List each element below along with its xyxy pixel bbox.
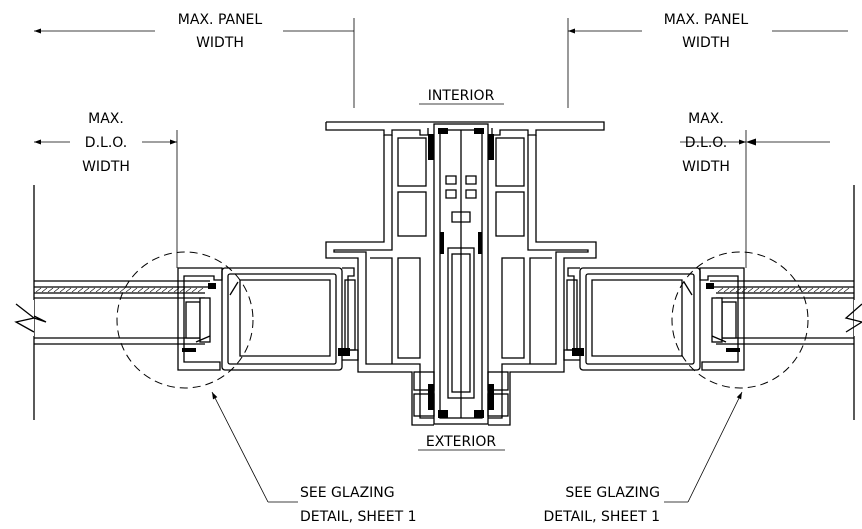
hatch-line — [723, 287, 730, 293]
hatch-line — [831, 287, 838, 293]
hatch-line — [167, 287, 174, 293]
max-panel-right-line2: WIDTH — [682, 35, 730, 51]
exterior-label: EXTERIOR — [426, 434, 496, 450]
hatch-line — [161, 287, 168, 293]
dlo-right-line3: WIDTH — [682, 159, 730, 175]
right-frame-section — [563, 267, 745, 371]
hatch-line — [191, 287, 198, 293]
max-panel-left-line2: WIDTH — [196, 35, 244, 51]
hatch-line — [759, 287, 766, 293]
hatch-line — [65, 287, 72, 293]
hatch-line — [783, 287, 790, 293]
hatch-line — [149, 287, 156, 293]
hatch-line — [819, 287, 826, 293]
max-panel-left-line1: MAX. PANEL — [178, 12, 263, 28]
note-left-line2: DETAIL, SHEET 1 — [300, 509, 417, 525]
dimension-max-panel-right: MAX. PANEL WIDTH — [567, 12, 848, 108]
note-right-line1: SEE GLAZING — [565, 485, 660, 501]
hatch-line — [801, 287, 808, 293]
left-glass-hatch — [35, 287, 204, 293]
hatch-line — [807, 287, 814, 293]
leader-right — [664, 391, 743, 503]
hatch-line — [83, 287, 90, 293]
hatch-line — [131, 287, 138, 293]
hatch-line — [41, 287, 48, 293]
left-glazing-unit — [14, 185, 210, 420]
hatch-line — [825, 287, 832, 293]
dlo-right-line1: MAX. — [688, 111, 724, 127]
hatch-line — [729, 287, 736, 293]
hatch-line — [197, 287, 204, 293]
dlo-left-line2: D.L.O. — [85, 135, 127, 151]
max-panel-right-line1: MAX. PANEL — [664, 12, 749, 28]
hatch-line — [77, 287, 84, 293]
hatch-line — [107, 287, 114, 293]
right-glazing-unit — [710, 185, 862, 420]
hatch-line — [843, 287, 850, 293]
hatch-line — [59, 287, 66, 293]
note-left-line1: SEE GLAZING — [300, 485, 395, 501]
hatch-line — [47, 287, 54, 293]
hatch-line — [95, 287, 102, 293]
central-mullion — [325, 121, 605, 426]
dimension-max-panel-left: MAX. PANEL WIDTH — [34, 12, 355, 108]
detail-circle-right — [671, 251, 809, 389]
hatch-line — [119, 287, 126, 293]
hatch-line — [185, 287, 192, 293]
leader-left — [211, 391, 298, 503]
note-right-line2: DETAIL, SHEET 1 — [543, 509, 660, 525]
hatch-line — [89, 287, 96, 293]
hatch-line — [813, 287, 820, 293]
hatch-line — [113, 287, 120, 293]
hatch-line — [789, 287, 796, 293]
dlo-right-line2: D.L.O. — [685, 135, 727, 151]
hatch-line — [771, 287, 778, 293]
hatch-line — [125, 287, 132, 293]
hatch-line — [753, 287, 760, 293]
hatch-line — [35, 287, 42, 293]
hatch-line — [747, 287, 754, 293]
left-frame-section — [177, 267, 359, 371]
hatch-line — [765, 287, 772, 293]
interior-label: INTERIOR — [428, 88, 495, 104]
hatch-line — [137, 287, 144, 293]
hatch-line — [53, 287, 60, 293]
dlo-left-line1: MAX. — [88, 111, 124, 127]
hatch-line — [101, 287, 108, 293]
dlo-left-line3: WIDTH — [82, 159, 130, 175]
hatch-line — [155, 287, 162, 293]
detail-circle-left — [116, 251, 254, 389]
hatch-line — [71, 287, 78, 293]
dimension-dlo-left: MAX. D.L.O. WIDTH — [34, 111, 178, 268]
hatch-line — [143, 287, 150, 293]
dimension-dlo-right: MAX. D.L.O. WIDTH — [680, 111, 830, 268]
hatch-line — [777, 287, 784, 293]
hatch-line — [717, 287, 724, 293]
hatch-line — [837, 287, 844, 293]
